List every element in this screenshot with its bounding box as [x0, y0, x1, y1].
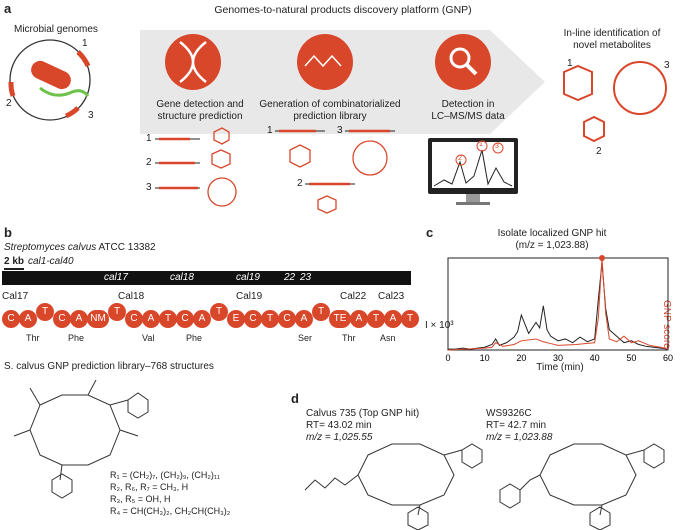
step2-line1: Generation of combinatorialized: [259, 99, 401, 110]
r-group-4: R₄ = CH(CH₃)₂, CH₂CH(CH₃)₂: [110, 506, 231, 516]
panel-d-letter: d: [291, 391, 299, 406]
step2-line2: prediction library: [293, 111, 367, 122]
panel-a-letter: a: [4, 1, 12, 16]
domain-e-13: E: [227, 310, 245, 328]
domain-a-20: A: [350, 310, 368, 328]
compound1-rt: RT= 43.02 min: [306, 420, 372, 431]
domain-t-21: T: [367, 310, 385, 328]
residue-val: Val: [142, 333, 155, 343]
gene-cluster-bar: [2, 271, 411, 285]
step1-line1: Gene detection and: [156, 99, 244, 110]
monitor-peak-1: 1: [479, 141, 483, 148]
protein-cal19: Cal19: [236, 291, 263, 302]
genome-label-2: 2: [6, 98, 12, 109]
gene-23: 23: [300, 272, 312, 283]
metabolite-number-1: 1: [567, 58, 573, 69]
domain-c-7: C: [125, 310, 143, 328]
strain-name: ATCC 13382: [98, 242, 156, 253]
metabolite-number-2: 2: [596, 146, 602, 157]
gene-cal19: cal19: [236, 272, 260, 283]
residue-thr-2: Thr: [342, 333, 356, 343]
chart-xlabel: Time (min): [536, 362, 584, 373]
domain-t-18: T: [312, 303, 330, 321]
residue-phe-2: Phe: [186, 333, 203, 343]
domain-c-3: C: [53, 310, 71, 328]
r-group-2: R₂, R₆, R₇ = CH₃, H: [110, 482, 189, 492]
domain-c-16: C: [278, 310, 296, 328]
genome-label-1: 1: [82, 38, 88, 49]
domain-te-19: TE: [329, 310, 351, 328]
domain-a-8: A: [142, 310, 160, 328]
domain-c-10: C: [176, 310, 194, 328]
protein-cal23: Cal23: [378, 291, 405, 302]
monitor-peak-3: 3: [495, 143, 499, 150]
domain-c-14: C: [244, 310, 262, 328]
protein-cal18: Cal18: [118, 291, 145, 302]
lib-number-3: 3: [337, 125, 343, 136]
domain-a-4: A: [70, 310, 88, 328]
genome-label-3: 3: [88, 110, 94, 121]
gene-cal17: cal17: [104, 272, 128, 283]
residue-ser: Ser: [298, 333, 313, 343]
panel-c-letter: c: [426, 225, 434, 240]
domain-t-6: T: [108, 303, 126, 321]
step3-line2: LC–MS/MS data: [431, 111, 505, 122]
domain-t-2: T: [36, 303, 54, 321]
domain-a-1: A: [19, 310, 37, 328]
cluster-label: cal1-cal40: [28, 256, 74, 267]
residue-phe: Phe: [68, 333, 85, 343]
residue-thr: Thr: [26, 333, 40, 343]
row-number-1: 1: [146, 133, 152, 144]
library-title: S. calvus GNP prediction library–768 str…: [4, 361, 214, 372]
row-number-2: 2: [146, 157, 152, 168]
protein-cal17: Cal17: [2, 291, 29, 302]
hit-mz: (m/z = 1,023.88): [515, 240, 589, 251]
hit-title: Isolate localized GNP hit: [497, 228, 607, 239]
lib-number-1: 1: [267, 125, 273, 136]
step4-line1: In-line identification of: [563, 28, 661, 39]
step3-line1: Detection in: [441, 99, 495, 110]
scale-label: 2 kb: [4, 256, 25, 267]
domain-t-9: T: [159, 310, 177, 328]
compound2-mz: m/z = 1,023.88: [486, 432, 553, 443]
gene-22: 22: [284, 272, 296, 283]
domain-t-12: T: [210, 303, 228, 321]
scale-bar: [4, 268, 24, 270]
domain-nm-5: NM: [87, 310, 109, 328]
domain-a-17: A: [295, 310, 313, 328]
row-number-3: 3: [146, 182, 152, 193]
compound2-name: WS9326C: [486, 408, 532, 419]
metabolite-number-3: 3: [664, 60, 670, 71]
compound1-mz: m/z = 1,025.55: [306, 432, 373, 443]
protein-cal22: Cal22: [340, 291, 367, 302]
panel-b-letter: b: [4, 225, 12, 240]
domain-t-15: T: [261, 310, 279, 328]
lib-number-2: 2: [297, 178, 303, 189]
domain-t-23: T: [401, 310, 419, 328]
chart-ylabel-left: I × 10³: [425, 320, 454, 331]
domain-a-11: A: [193, 310, 211, 328]
organism-line: Streptomyces calvus ATCC 13382: [4, 242, 156, 254]
chart-ylabel-right: GNP score: [661, 300, 672, 349]
domain-a-22: A: [384, 310, 402, 328]
r-group-3: R₃, R₅ = OH, H: [110, 494, 171, 504]
organism-name: Streptomyces calvus: [4, 242, 97, 253]
compound2-rt: RT= 42.7 min: [486, 420, 547, 431]
platform-title: Genomes-to-natural products discovery pl…: [214, 4, 472, 16]
monitor-peak-2: 2: [458, 155, 462, 162]
microbial-genomes-label: Microbial genomes: [14, 24, 98, 35]
residue-asn: Asn: [380, 333, 396, 343]
gene-cal18: cal18: [170, 272, 194, 283]
domain-c-0: C: [2, 310, 20, 328]
r-group-1: R₁ = (CH₂)₇, (CH₂)₉, (CH₂)₁₁: [110, 470, 220, 480]
step1-line2: structure prediction: [157, 111, 243, 122]
compound1-name: Calvus 735 (Top GNP hit): [306, 408, 420, 419]
step4-line2: novel metabolites: [573, 40, 651, 51]
